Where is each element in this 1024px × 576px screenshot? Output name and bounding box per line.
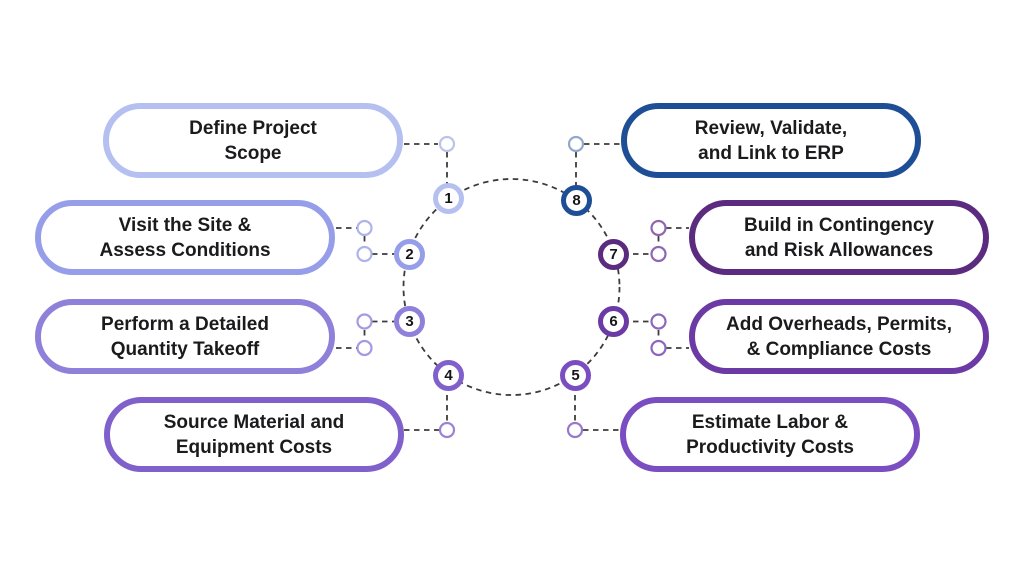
step-number: 6 [609, 313, 618, 330]
step-pill-estimate-labor: Estimate Labor & Productivity Costs [620, 397, 920, 472]
connector-dot-7a [650, 219, 667, 237]
cycle-dashed-circle [402, 178, 621, 396]
connector-dot-1 [438, 135, 456, 153]
step-label-line: and Risk Allowances [744, 239, 934, 261]
step-number: 5 [571, 367, 580, 384]
connector-dot-3b [356, 339, 373, 357]
connector-dot-8 [567, 135, 585, 153]
step-label-line: Build in Contingency [744, 214, 934, 236]
step-label-line: Add Overheads, Permits, [726, 313, 952, 335]
connector-dot-7b [650, 245, 667, 263]
step-pill-visit-site: Visit the Site & Assess Conditions [35, 200, 335, 275]
step-pill-quantity-takeoff: Perform a Detailed Quantity Takeoff [35, 299, 335, 374]
step-label-line: Define Project [189, 117, 317, 139]
step-pill-define-project-scope: Define Project Scope [103, 103, 403, 178]
step-node-7: 7 [598, 239, 629, 270]
step-number: 2 [405, 246, 414, 263]
connector-dot-5 [566, 421, 584, 439]
connector-dot-2b [356, 245, 373, 263]
step-number: 7 [609, 246, 618, 263]
step-node-2: 2 [394, 239, 425, 270]
step-label-line: Equipment Costs [175, 436, 333, 458]
connector-dot-group [356, 135, 667, 439]
step-label-line: Perform a Detailed [101, 313, 269, 335]
step-label-line: Source Material and [163, 411, 345, 433]
step-node-8: 8 [561, 185, 592, 216]
step-pill-source-material: Source Material and Equipment Costs [104, 397, 404, 472]
step-label-line: Scope [224, 142, 282, 164]
step-node-5: 5 [560, 360, 591, 391]
step-label-line: Visit the Site & [118, 214, 252, 236]
step-number: 8 [572, 192, 581, 209]
step-pill-contingency: Build in Contingency and Risk Allowances [689, 200, 989, 275]
connector-dot-4 [438, 421, 456, 439]
step-pill-add-overheads: Add Overheads, Permits, & Compliance Cos… [689, 299, 989, 374]
step-label-line: Quantity Takeoff [110, 338, 260, 360]
connector-dot-6a [650, 313, 667, 330]
step-label-line: Estimate Labor & [691, 411, 849, 433]
step-number: 4 [444, 367, 453, 384]
connector-dot-2a [356, 219, 373, 237]
connector-dot-3a [356, 313, 373, 330]
step-label-line: Assess Conditions [99, 239, 271, 261]
dashed-line-group [336, 143, 689, 431]
step-pill-review-validate: Review, Validate, and Link to ERP [621, 103, 921, 178]
step-node-4: 4 [433, 360, 464, 391]
step-node-6: 6 [598, 306, 629, 337]
step-node-1: 1 [433, 183, 464, 214]
step-label-line: & Compliance Costs [746, 338, 932, 360]
step-number: 3 [405, 313, 414, 330]
connector-dot-6b [650, 339, 667, 357]
step-node-3: 3 [394, 306, 425, 337]
step-label-line: and Link to ERP [698, 142, 844, 164]
step-label-line: Review, Validate, [694, 117, 848, 139]
step-number: 1 [444, 190, 453, 207]
step-label-line: Productivity Costs [686, 436, 854, 458]
